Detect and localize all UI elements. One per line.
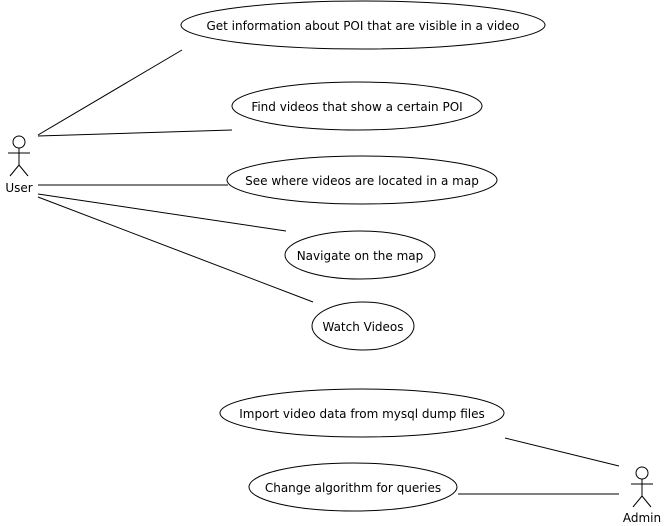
use-case-change-algorithm-ellipse	[248, 462, 458, 512]
use-case-find-videos-poi: Find videos that show a certain POI	[231, 81, 483, 131]
actor-user-right-leg	[18, 164, 29, 177]
association-user-watch-videos	[37, 196, 314, 303]
actor-admin: Admin	[623, 466, 661, 525]
actor-user-left-leg	[9, 164, 20, 177]
actor-user: User	[5, 135, 33, 195]
use-case-get-poi-info: Get information about POI that are visib…	[180, 0, 546, 50]
use-case-watch-videos-ellipse	[311, 301, 415, 351]
use-case-find-videos-poi-label: Find videos that show a certain POI	[251, 100, 462, 114]
association-user-find-videos-poi	[37, 129, 233, 137]
use-case-see-videos-map-ellipse	[226, 155, 498, 205]
actor-admin-left-leg	[632, 495, 643, 508]
use-case-get-poi-info-label: Get information about POI that are visib…	[206, 19, 519, 33]
use-case-import-video-data-ellipse	[219, 388, 505, 438]
actor-admin-head	[635, 466, 649, 480]
use-case-watch-videos: Watch Videos	[311, 301, 415, 351]
associations	[37, 49, 620, 495]
use-case-navigate-map-ellipse	[284, 230, 436, 280]
actor-user-label: User	[5, 181, 32, 195]
use-case-import-video-data-label: Import video data from mysql dump files	[239, 407, 485, 421]
use-case-see-videos-map-label: See where videos are located in a map	[245, 174, 479, 188]
use-case-navigate-map-label: Navigate on the map	[297, 249, 424, 263]
use-case-change-algorithm-label: Change algorithm for queries	[265, 481, 441, 495]
association-user-navigate-map	[37, 193, 287, 232]
use-case-get-poi-info-ellipse	[180, 0, 546, 50]
actor-user-head	[12, 135, 26, 149]
use-case-see-videos-map: See where videos are located in a map	[226, 155, 498, 205]
use-case-watch-videos-label: Watch Videos	[322, 320, 403, 334]
association-user-get-poi-info	[37, 49, 183, 136]
association-admin-import-video-data	[504, 437, 620, 467]
use-case-find-videos-poi-ellipse	[231, 81, 483, 131]
actor-admin-right-leg	[641, 495, 652, 508]
use-case-navigate-map: Navigate on the map	[284, 230, 436, 280]
use-case-import-video-data: Import video data from mysql dump files	[219, 388, 505, 438]
use-case-change-algorithm: Change algorithm for queries	[248, 462, 458, 512]
actor-admin-label: Admin	[623, 511, 661, 525]
